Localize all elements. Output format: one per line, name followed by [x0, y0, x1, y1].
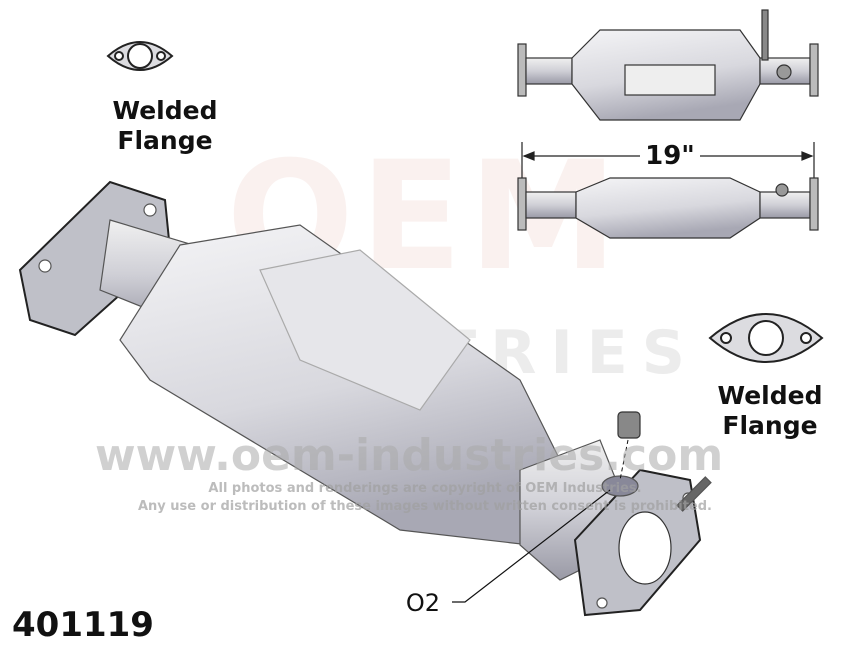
watermark-url: www.oem-industries.com	[95, 430, 724, 481]
o2-leader-line	[452, 489, 611, 603]
welded-flange-label-right: Welded Flange	[700, 381, 840, 441]
length-dimension: 19"	[645, 141, 695, 171]
watermark-copyright-1: All photos and renderings are copyright …	[208, 481, 642, 496]
label-line: Welded	[717, 381, 823, 410]
o2-sensor-label: O2	[405, 589, 441, 617]
side-view	[517, 177, 819, 239]
label-line: Welded	[112, 96, 218, 125]
gasket-icon-right	[708, 313, 824, 363]
gasket-icon-left	[106, 41, 174, 71]
welded-flange-label-left: Welded Flange	[95, 96, 235, 156]
watermark-copyright-2: Any use or distribution of these images …	[137, 499, 712, 514]
part-number: 401119	[12, 605, 154, 645]
main-converter	[18, 180, 712, 617]
label-line: Flange	[117, 126, 213, 155]
dimension-line	[521, 142, 815, 182]
label-line: Flange	[722, 411, 818, 440]
top-view	[517, 9, 819, 121]
